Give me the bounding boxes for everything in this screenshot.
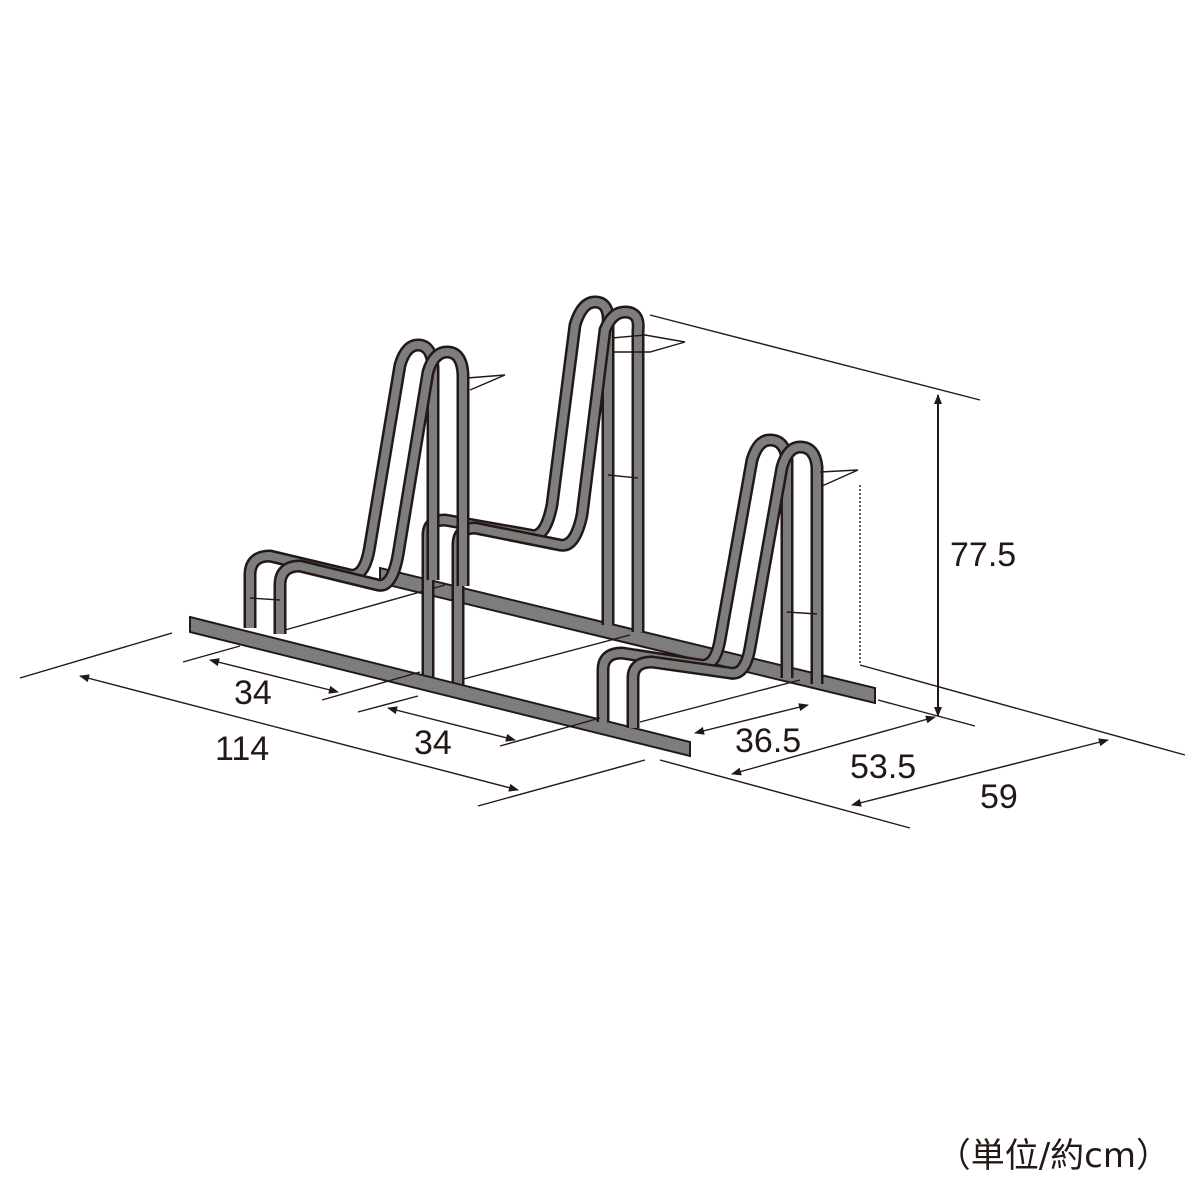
rack-left (243, 338, 506, 634)
label-pitch-middle: 34 (414, 724, 452, 762)
label-pitch-left: 34 (234, 674, 272, 712)
label-height: 77.5 (950, 536, 1016, 574)
label-total-depth: 59 (980, 778, 1018, 816)
dimension-lines (79, 394, 1109, 807)
label-rail-depth: 53.5 (850, 748, 916, 786)
dim-34-left-arrow (209, 658, 339, 694)
label-inner-depth: 36.5 (735, 722, 801, 760)
rack-right (596, 433, 859, 728)
dim-53-5-arrow (731, 715, 936, 776)
label-total-width: 114 (215, 730, 269, 768)
dim-34-mid-arrow (387, 706, 516, 742)
cross-bars (284, 584, 801, 723)
unit-note: （単位/約cm） (936, 1136, 1170, 1176)
dim-114-arrow (79, 674, 519, 792)
dim-59-arrow (851, 738, 1109, 807)
